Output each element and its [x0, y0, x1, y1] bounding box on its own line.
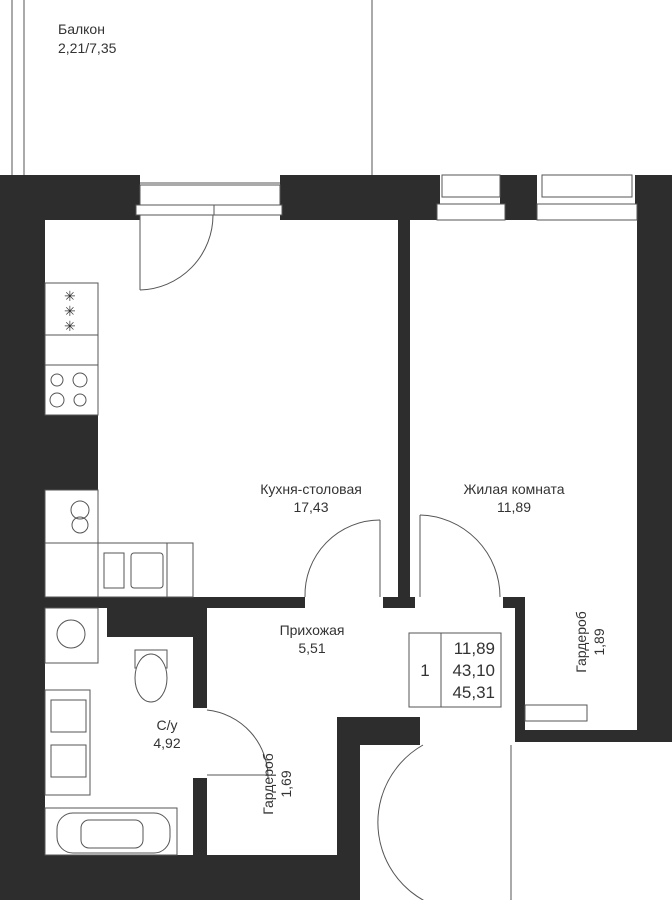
room-area-hall: 5,51: [298, 640, 325, 656]
area-summary: 1 11,89 43,10 45,31: [408, 632, 502, 708]
washbasin-icon: [50, 699, 87, 733]
toilet-icon: [134, 653, 168, 703]
living-area: 11,89: [454, 639, 495, 658]
room-name-wardrobe-2: Гардероб: [573, 611, 589, 673]
room-name-hall: Прихожая: [280, 622, 345, 638]
room-name-wardrobe-1: Гардероб: [260, 753, 276, 815]
room-area-living: 11,89: [497, 499, 531, 515]
doors: [139, 214, 512, 900]
kitchen-fixtures: ✳ ✳ ✳: [44, 282, 194, 598]
windows: [135, 174, 638, 221]
svg-text:✳: ✳: [64, 318, 76, 334]
dishwasher-icon: [44, 489, 99, 544]
bathtub-icon: [56, 812, 171, 854]
stove-icon: [44, 364, 99, 416]
room-area-wardrobe-2: 1,89: [591, 628, 607, 655]
fridge-icon: ✳: [64, 288, 76, 304]
washer-icon: [44, 607, 99, 664]
sink-icon: [130, 552, 164, 589]
room-area-wardrobe-1: 1,69: [278, 770, 294, 797]
rooms-count: 1: [420, 661, 429, 680]
balcony: [23, 0, 373, 184]
room-name-living: Жилая комната: [463, 481, 564, 497]
sink-drainboard: [103, 552, 125, 589]
total-area: 43,10: [452, 661, 495, 680]
svg-text:✳: ✳: [64, 303, 76, 319]
bathroom-fixtures: [44, 607, 178, 856]
total-area-with-balcony: 45,31: [452, 683, 495, 702]
room-area-bath: 4,92: [153, 735, 180, 751]
room-name-kitchen: Кухня-столовая: [260, 481, 362, 497]
walls: [0, 175, 672, 900]
wardrobe-shelf: [524, 704, 588, 722]
room-name-bath: С/у: [157, 717, 178, 733]
room-area-kitchen: 17,43: [293, 499, 328, 515]
balcony-label: Балкон: [58, 21, 105, 37]
balcony-area: 2,21/7,35: [58, 40, 117, 56]
